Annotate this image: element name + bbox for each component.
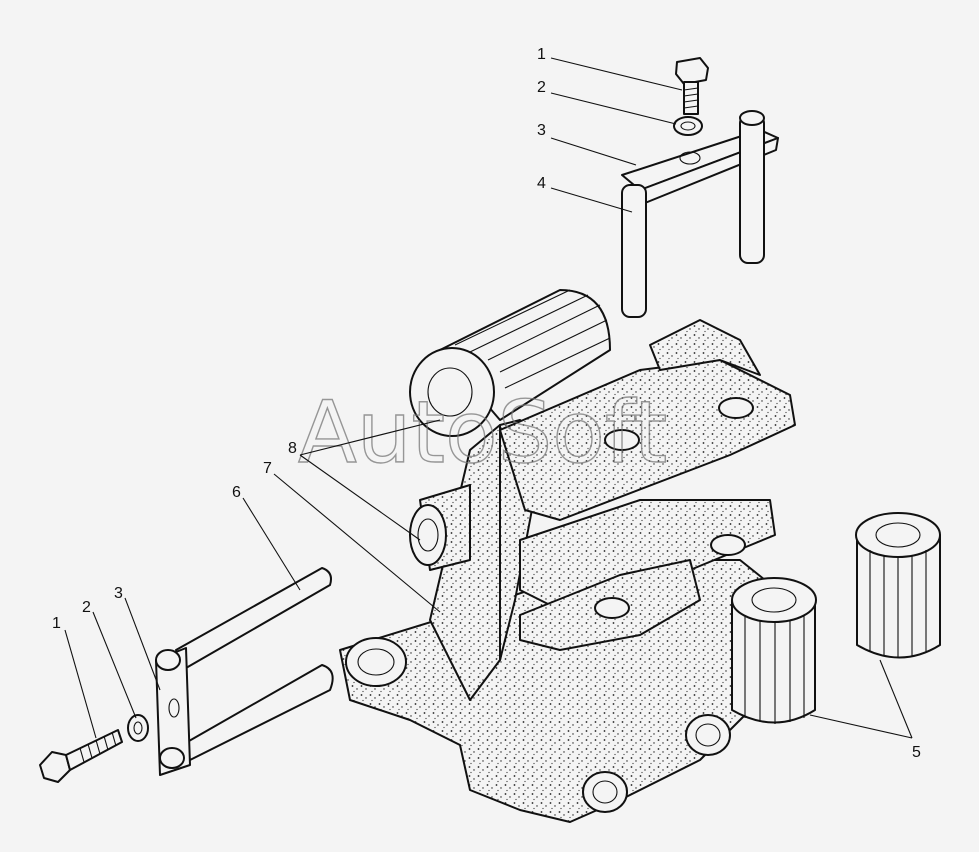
- callout-left-3: 3: [114, 585, 123, 602]
- leader-lines: [64, 57, 913, 739]
- callout-labels: 1 2 3 4 1 2 3 6 7 8 5: [52, 46, 921, 761]
- callout-left-2: 2: [82, 599, 91, 616]
- callout-8: 8: [288, 440, 297, 457]
- callout-top-4: 4: [537, 175, 546, 192]
- callout-5: 5: [912, 744, 921, 761]
- rubber-bushing-5a: [731, 577, 817, 724]
- bracket-body: [339, 319, 796, 823]
- callout-top-2: 2: [537, 79, 546, 96]
- top-clamp-assembly: [621, 57, 779, 318]
- left-clamp-assembly: [39, 567, 334, 783]
- watermark-text: AutoSoft: [298, 383, 667, 483]
- callout-top-3: 3: [537, 122, 546, 139]
- callout-7: 7: [263, 460, 272, 477]
- callout-left-1: 1: [52, 615, 61, 632]
- callout-top-1: 1: [537, 46, 546, 63]
- callout-6: 6: [232, 484, 241, 501]
- rubber-bushing-5b: [855, 512, 941, 659]
- rubber-bushing-upper: [409, 289, 611, 437]
